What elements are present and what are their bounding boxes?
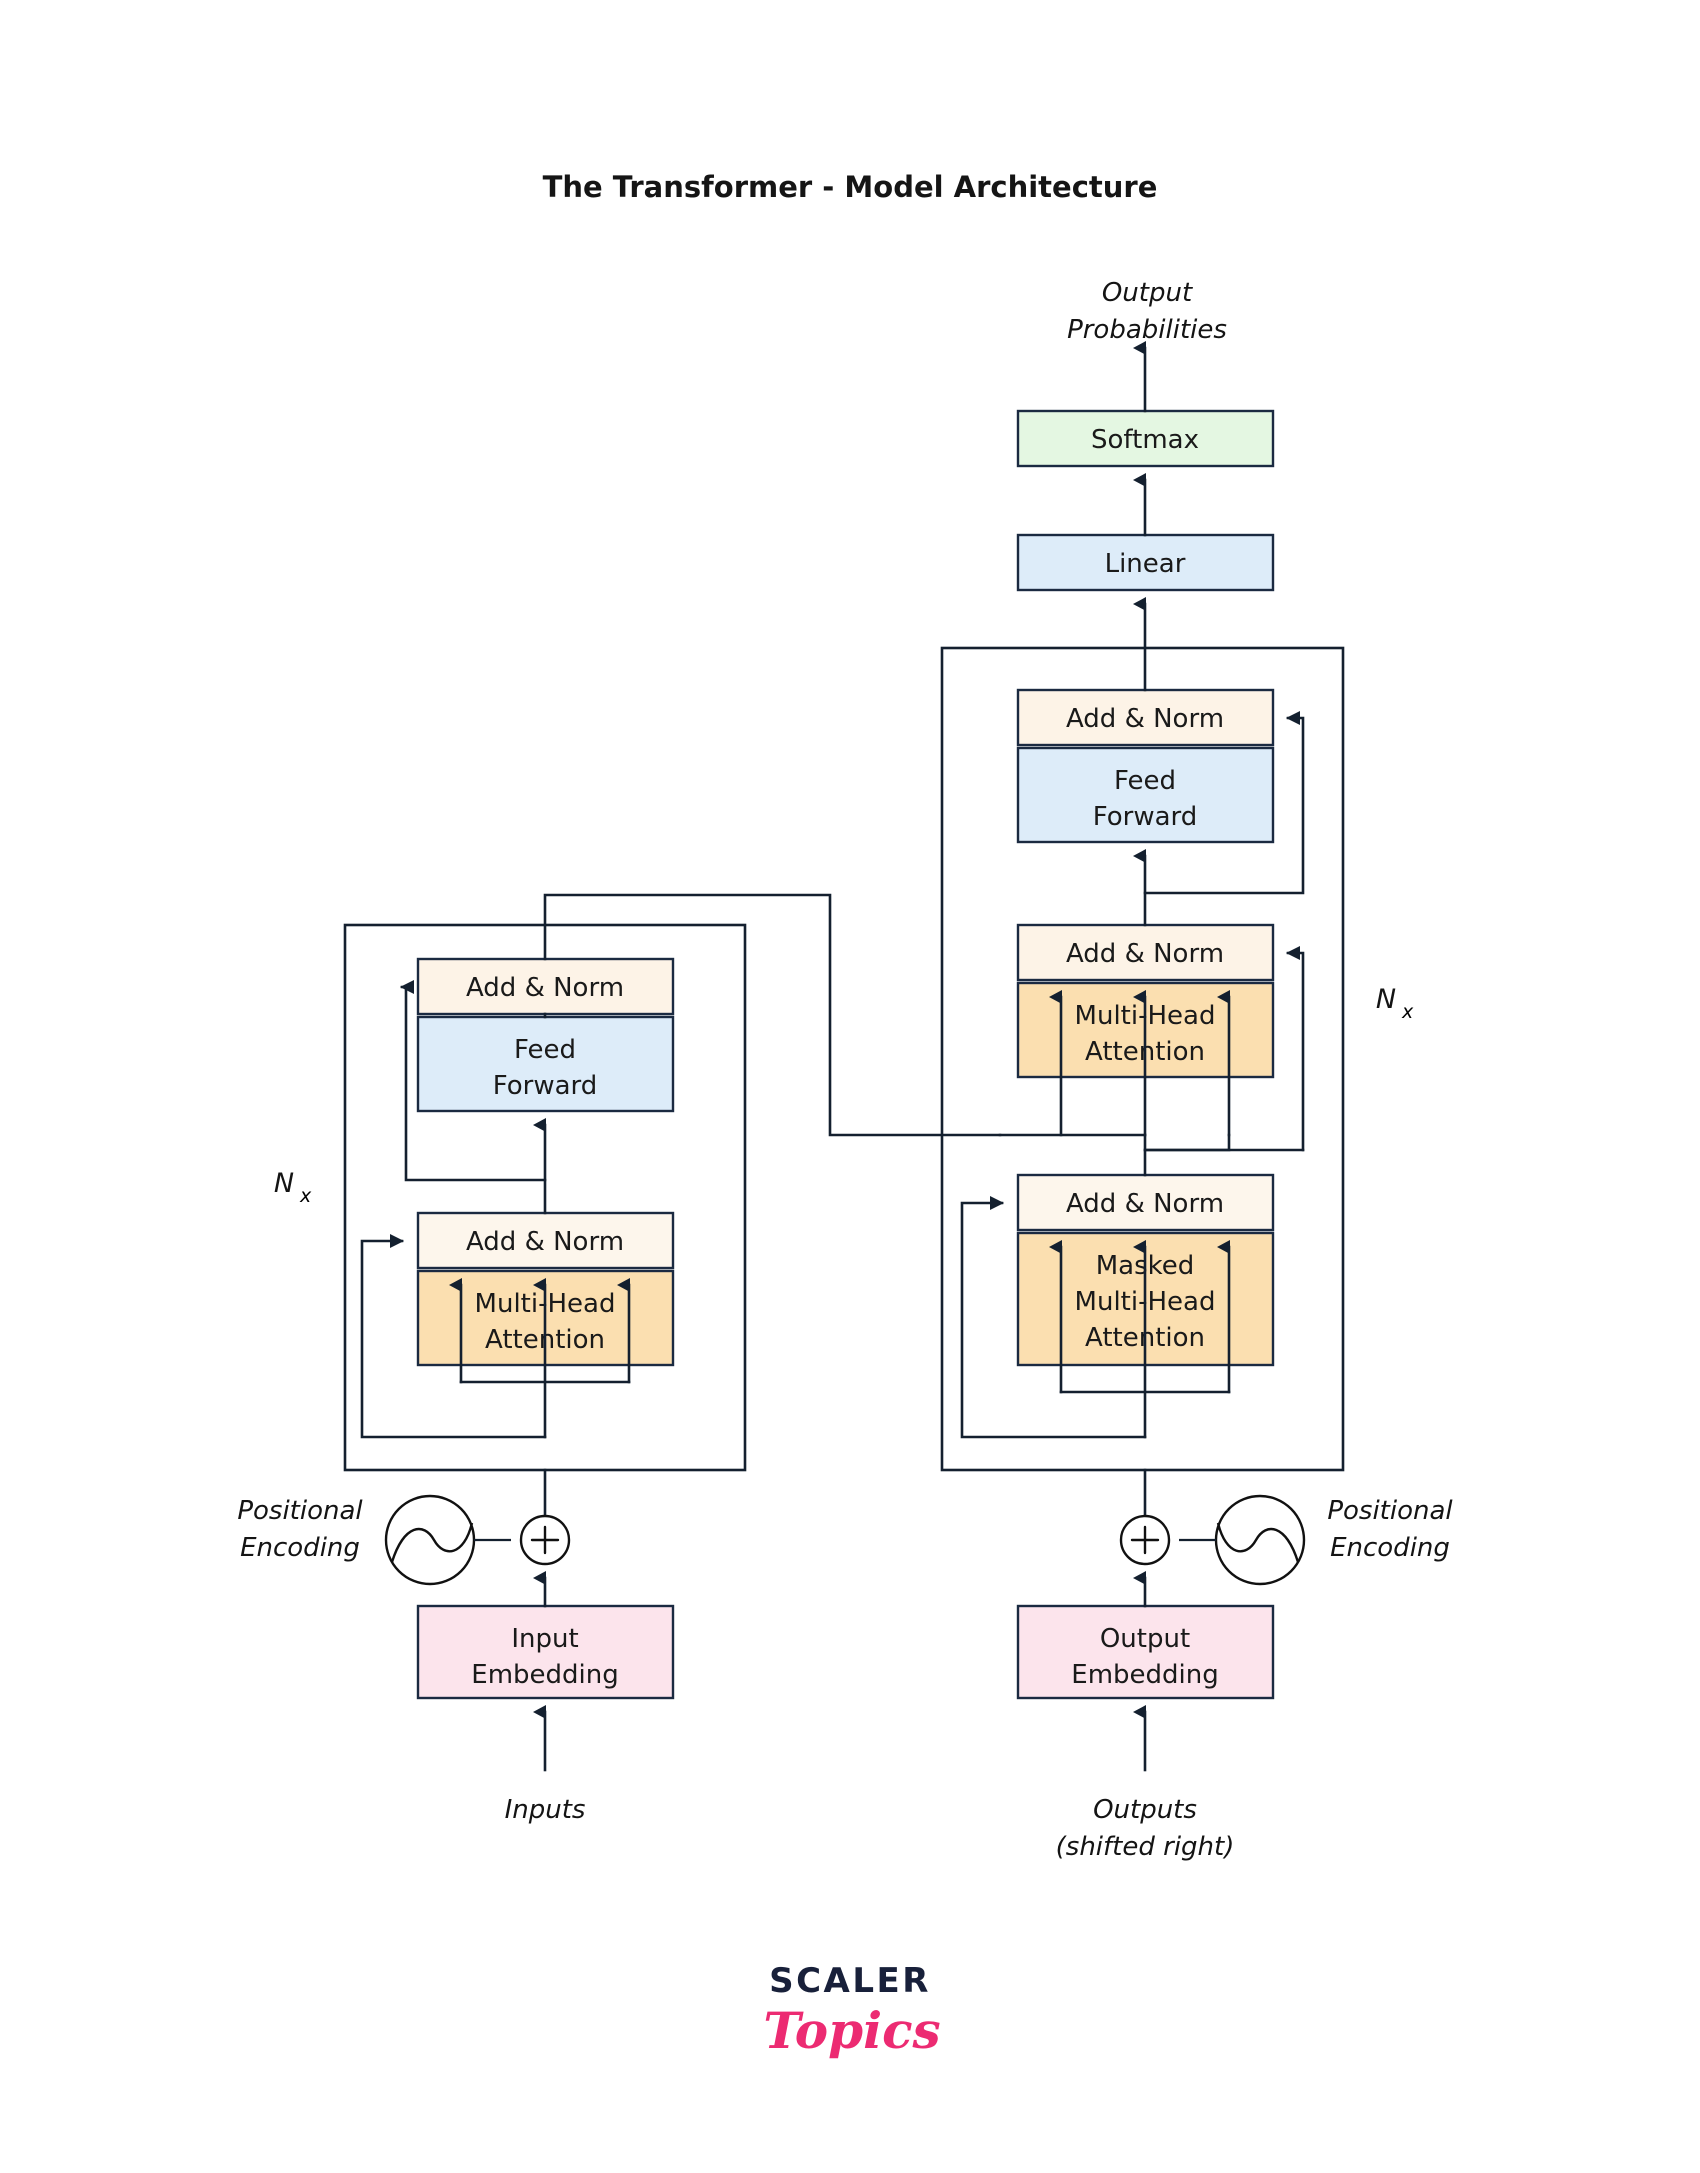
decoder-residual-2 xyxy=(1286,946,1305,1152)
scaler-topics-logo: SCALER Topics xyxy=(763,1961,940,2060)
page-title: The Transformer - Model Architecture xyxy=(543,170,1158,204)
output-probabilities-label-line1: Output xyxy=(1102,278,1193,308)
decoder-positional-encoding-label-line2: Encoding xyxy=(1330,1533,1450,1563)
decoder-query-riser xyxy=(1143,1133,1231,1152)
encoder-positional-encoding-label-line2: Encoding xyxy=(240,1533,360,1563)
encoder-nx-text: N xyxy=(274,1168,294,1199)
encoder-positional-encoding-label-line1: Positional xyxy=(237,1496,363,1526)
decoder-feed-forward-box xyxy=(1016,746,1275,844)
decoder-add-norm-2-label: Add & Norm xyxy=(1066,939,1224,969)
encoder-residual-1 xyxy=(360,1234,547,1439)
decoder-add-operator-icon xyxy=(1119,1514,1171,1566)
decoder-nx-subscript: x xyxy=(1401,1001,1414,1023)
encoder-feed-forward-label-line2: Forward xyxy=(493,1071,598,1101)
input-embedding-label-line2: Embedding xyxy=(471,1660,618,1690)
output-embedding-box xyxy=(1016,1604,1275,1700)
decoder-add-norm-2-box xyxy=(1016,923,1275,982)
decoder-nx-text: N xyxy=(1376,984,1396,1015)
decoder-add-norm-3-box xyxy=(1016,688,1275,747)
output-embedding-label-line2: Embedding xyxy=(1071,1660,1218,1690)
input-embedding-label-line1: Input xyxy=(511,1624,578,1654)
decoder-residual-3 xyxy=(1143,711,1305,895)
decoder-add-norm-3-label: Add & Norm xyxy=(1066,704,1224,734)
decoder-residual-1 xyxy=(960,1196,1147,1439)
outputs-label-line2: (shifted right) xyxy=(1056,1832,1235,1862)
outputs-label-line1: Outputs xyxy=(1093,1795,1197,1825)
output-embedding-label-line1: Output xyxy=(1100,1624,1190,1654)
decoder-stack-boundary xyxy=(940,646,1345,1472)
encoder-nx-label: N x xyxy=(274,1168,312,1207)
decoder-nx-label: N x xyxy=(1376,984,1414,1023)
inputs-label: Inputs xyxy=(505,1795,586,1825)
decoder-positional-encoding-icon xyxy=(1179,1494,1306,1586)
logo-secondary-text: Topics xyxy=(763,2001,940,2060)
encoder-positional-encoding-icon xyxy=(384,1494,511,1586)
input-embedding-box xyxy=(416,1604,675,1700)
encoder-add-operator-icon xyxy=(519,1514,571,1566)
encoder-feed-forward-box xyxy=(416,1015,675,1113)
softmax-box xyxy=(1016,409,1275,468)
logo-primary-text: SCALER xyxy=(769,1961,931,2001)
decoder-feed-forward-label-line2: Forward xyxy=(1093,802,1198,832)
decoder-positional-encoding-label-line1: Positional xyxy=(1327,1496,1453,1526)
decoder-feed-forward-label-line1: Feed xyxy=(1114,766,1176,796)
output-probabilities-label-line2: Probabilities xyxy=(1067,315,1227,345)
encoder-feed-forward-label-line1: Feed xyxy=(514,1035,576,1065)
encoder-add-norm-1-label: Add & Norm xyxy=(466,1227,624,1257)
linear-label: Linear xyxy=(1105,549,1186,579)
decoder-add-norm-1-label: Add & Norm xyxy=(1066,1189,1224,1219)
softmax-label: Softmax xyxy=(1091,425,1199,455)
encoder-to-decoder-memory-line xyxy=(543,893,1002,1137)
encoder-nx-subscript: x xyxy=(299,1185,312,1207)
encoder-residual-2 xyxy=(400,980,547,1182)
encoder-add-norm-2-label: Add & Norm xyxy=(466,973,624,1003)
